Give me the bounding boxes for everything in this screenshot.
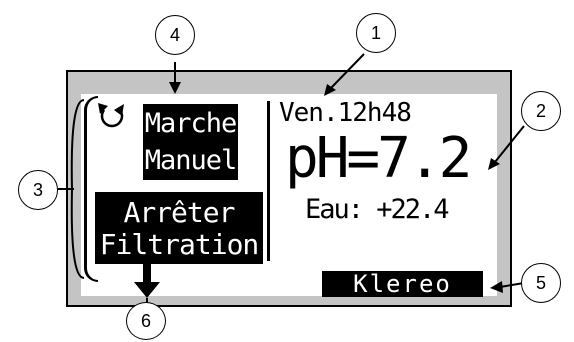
mode-button[interactable]: Marche Manuel: [143, 104, 238, 180]
callout-4-arrowhead: [169, 82, 181, 94]
stop-line-2: Filtration: [99, 228, 260, 261]
ph-reading: pH=7.2: [285, 126, 472, 191]
callout-1: 1: [356, 13, 396, 53]
callout-1-arrowhead: [324, 84, 336, 96]
callout-5-arrowhead: [490, 281, 503, 293]
water-temperature: Eau: +22.4: [305, 194, 450, 225]
brand-label: Klereo: [353, 270, 452, 298]
callout-3: 3: [18, 170, 58, 210]
callout-2-arrowhead: [488, 158, 500, 170]
mode-line-2: Manuel: [144, 145, 238, 176]
callout-4: 4: [155, 15, 195, 55]
stop-line-1: Arrêter: [123, 196, 235, 229]
down-arrow-icon: [143, 264, 151, 286]
callout-2: 2: [521, 91, 561, 131]
screen-divider: [267, 101, 270, 261]
stop-filtration-button[interactable]: Arrêter Filtration: [95, 192, 263, 264]
brand-bar: Klereo: [322, 270, 483, 298]
mode-line-1: Marche: [144, 108, 238, 139]
datetime-label: Ven.12h48: [279, 98, 412, 128]
callout-5: 5: [521, 263, 561, 303]
callout-6: 6: [126, 302, 166, 340]
